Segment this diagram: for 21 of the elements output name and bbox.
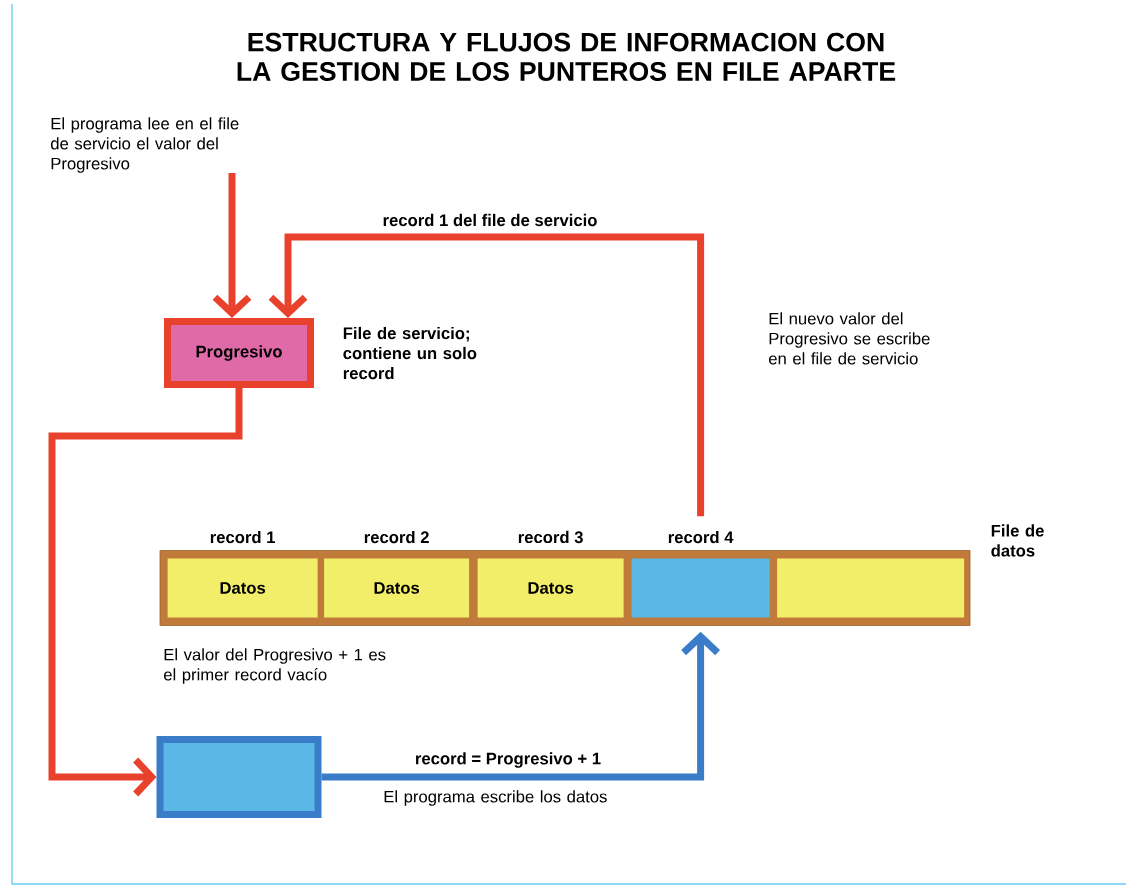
arrow [321, 631, 720, 781]
record-cell: Datos [477, 558, 624, 618]
record-heading: record 1 [210, 530, 275, 544]
record-heading: record 3 [518, 530, 583, 544]
caption-text: File de servicio; contiene un solo record [343, 326, 477, 380]
record-box: Progresivo [164, 318, 314, 388]
note-text: El programa escribe los datos [384, 790, 607, 806]
note-text: El programa lee en el file de servicio el valor del Progresivo [50, 117, 239, 173]
note-text: El nuevo valor del Progresivo se escribe en el file de servicio [769, 312, 930, 365]
record-heading: record 4 [668, 530, 734, 544]
record-cell [777, 558, 965, 618]
record-heading: record 2 [364, 530, 429, 544]
edge-label: record = Progresivo + 1 [413, 750, 603, 770]
file-label: File de datos [991, 524, 1044, 557]
note-text: El valor del Progresivo + 1 es el primer record vacío [164, 648, 386, 684]
title: ESTRUCTURA Y FLUJOS DE INFORMACION CON LA GESTION DE LOS PUNTEROS EN FILE APARTE [237, 32, 896, 81]
edge-label: record 1 del file de servicio [381, 212, 599, 228]
arrow [268, 233, 705, 517]
record-cell: Datos [167, 558, 318, 618]
empty-box [156, 736, 322, 818]
record-cell: Datos [324, 558, 470, 618]
